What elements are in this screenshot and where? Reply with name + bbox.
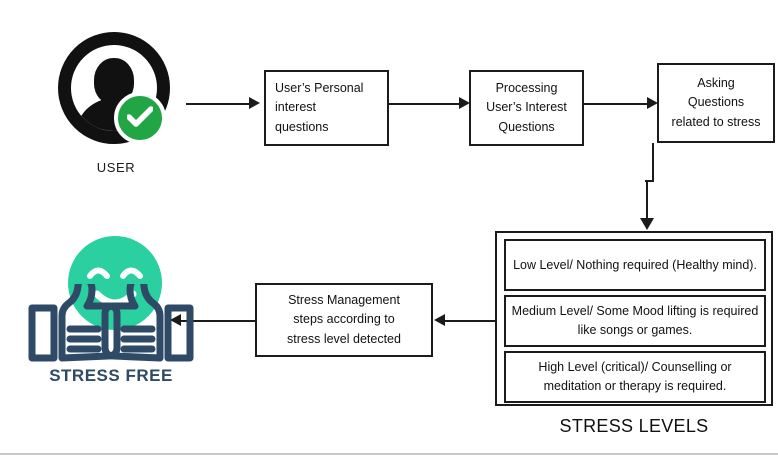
step3-line3: related to stress [671,114,761,129]
connector-user-to-step1 [186,103,250,105]
management-line3: stress level detected [287,331,401,346]
stress-level-medium[interactable]: Medium Level/ Some Mood lifting is requi… [504,295,766,347]
connector-step3-left-segment [645,180,654,182]
stress-levels-caption: STRESS LEVELS [559,416,709,436]
step2-line2: User’s Interest [486,100,567,115]
arrowhead-management-to-outcome [170,314,181,326]
management-line1: Stress Management [288,292,400,307]
bottom-divider [0,453,778,455]
arrowhead-step3-to-levels [640,218,654,230]
step3-line1: Asking [697,75,735,90]
check-badge-icon [114,92,166,144]
step-box-processing[interactable]: Processing User’s Interest Questions [469,70,584,146]
connector-step3-down-segment [652,143,654,182]
arrowhead-levels-to-management [434,314,445,326]
arrowhead-user-to-step1 [249,97,260,109]
step3-line2: Questions [687,95,745,110]
connector-levels-to-management [443,320,497,322]
step1-line3: questions [275,119,329,134]
arrowhead-step1-to-step2 [459,97,470,109]
connector-management-to-outcome [179,320,255,322]
step-box-asking-stress[interactable]: Asking Questions related to stress [657,63,775,143]
stress-free-group: STRESS FREE [22,236,200,406]
management-line2: steps according to [293,312,395,327]
stress-level-high[interactable]: High Level (critical)/ Counselling or me… [504,351,766,403]
connector-step3-to-levels-segment [646,180,648,220]
thumbs-up-icon [22,275,200,373]
step2-line1: Processing [495,80,558,95]
step1-line1: User’s Personal [275,80,364,95]
step2-line3: Questions [498,119,555,134]
connector-step2-to-step3 [584,103,652,105]
step-box-personal-interest[interactable]: User’s Personal interest questions [264,70,389,146]
stress-levels-container: Low Level/ Nothing required (Healthy min… [495,231,773,406]
stress-level-low[interactable]: Low Level/ Nothing required (Healthy min… [504,239,766,291]
arrowhead-step2-to-step3 [647,97,658,109]
stress-free-label: STRESS FREE [49,366,173,385]
user-label: USER [96,160,136,175]
connector-step1-to-step2 [389,103,464,105]
step-box-stress-management[interactable]: Stress Management steps according to str… [255,283,433,357]
step1-line2: interest [275,100,316,115]
user-avatar-group: USER [52,28,180,208]
